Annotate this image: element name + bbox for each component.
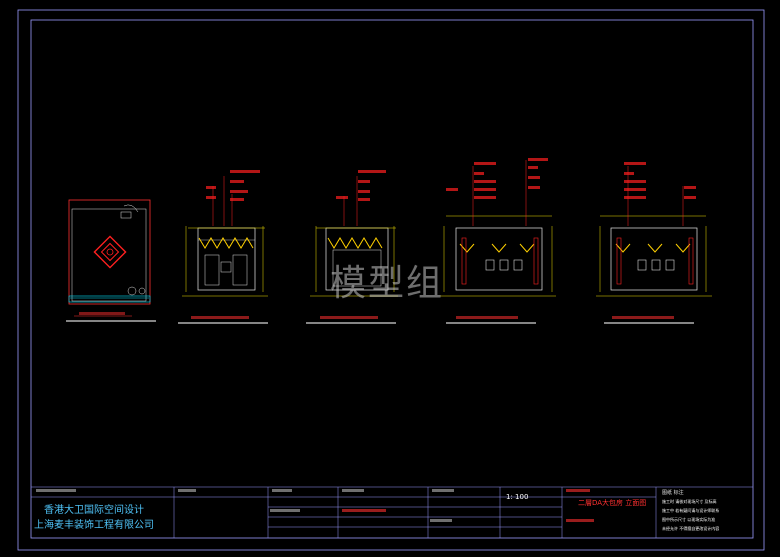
company-name-sh: 上海麦丰装饰工程有限公司	[34, 520, 154, 531]
note-item: 施工中 若有疑问请与设计师联系	[662, 508, 720, 513]
title-block-marks	[36, 489, 594, 522]
note-item: 施工时 请核对现场尺寸 及标高	[662, 499, 717, 504]
sheet-outer-border	[17, 9, 765, 551]
elevation-c	[440, 158, 556, 324]
sheet-inner-border	[30, 19, 754, 539]
title-block-grid	[31, 487, 657, 538]
note-item: 未经允许 不得擅自更改设计内容	[662, 526, 720, 531]
elevation-b	[306, 170, 398, 324]
drawing-title: 二層DA大包房 立面图	[578, 499, 647, 507]
watermark: 模型组	[330, 263, 445, 304]
notes-list: 施工时 请核对现场尺寸 及标高 施工中 若有疑问请与设计师联系 图中所示尺寸 以…	[662, 497, 719, 533]
scale-label: 1: 100	[506, 493, 528, 501]
elevation-plan-1	[66, 199, 156, 322]
elevation-d	[596, 162, 712, 324]
company-name-hk: 香港大卫国际空间设计	[44, 505, 144, 516]
elevation-a	[178, 170, 268, 324]
note-item: 图中所示尺寸 以现场实际为准	[662, 517, 716, 522]
notes-header: 图纸 标注	[662, 490, 684, 496]
scale-value: 100	[515, 493, 529, 501]
scale-prefix: 1:	[506, 493, 513, 501]
